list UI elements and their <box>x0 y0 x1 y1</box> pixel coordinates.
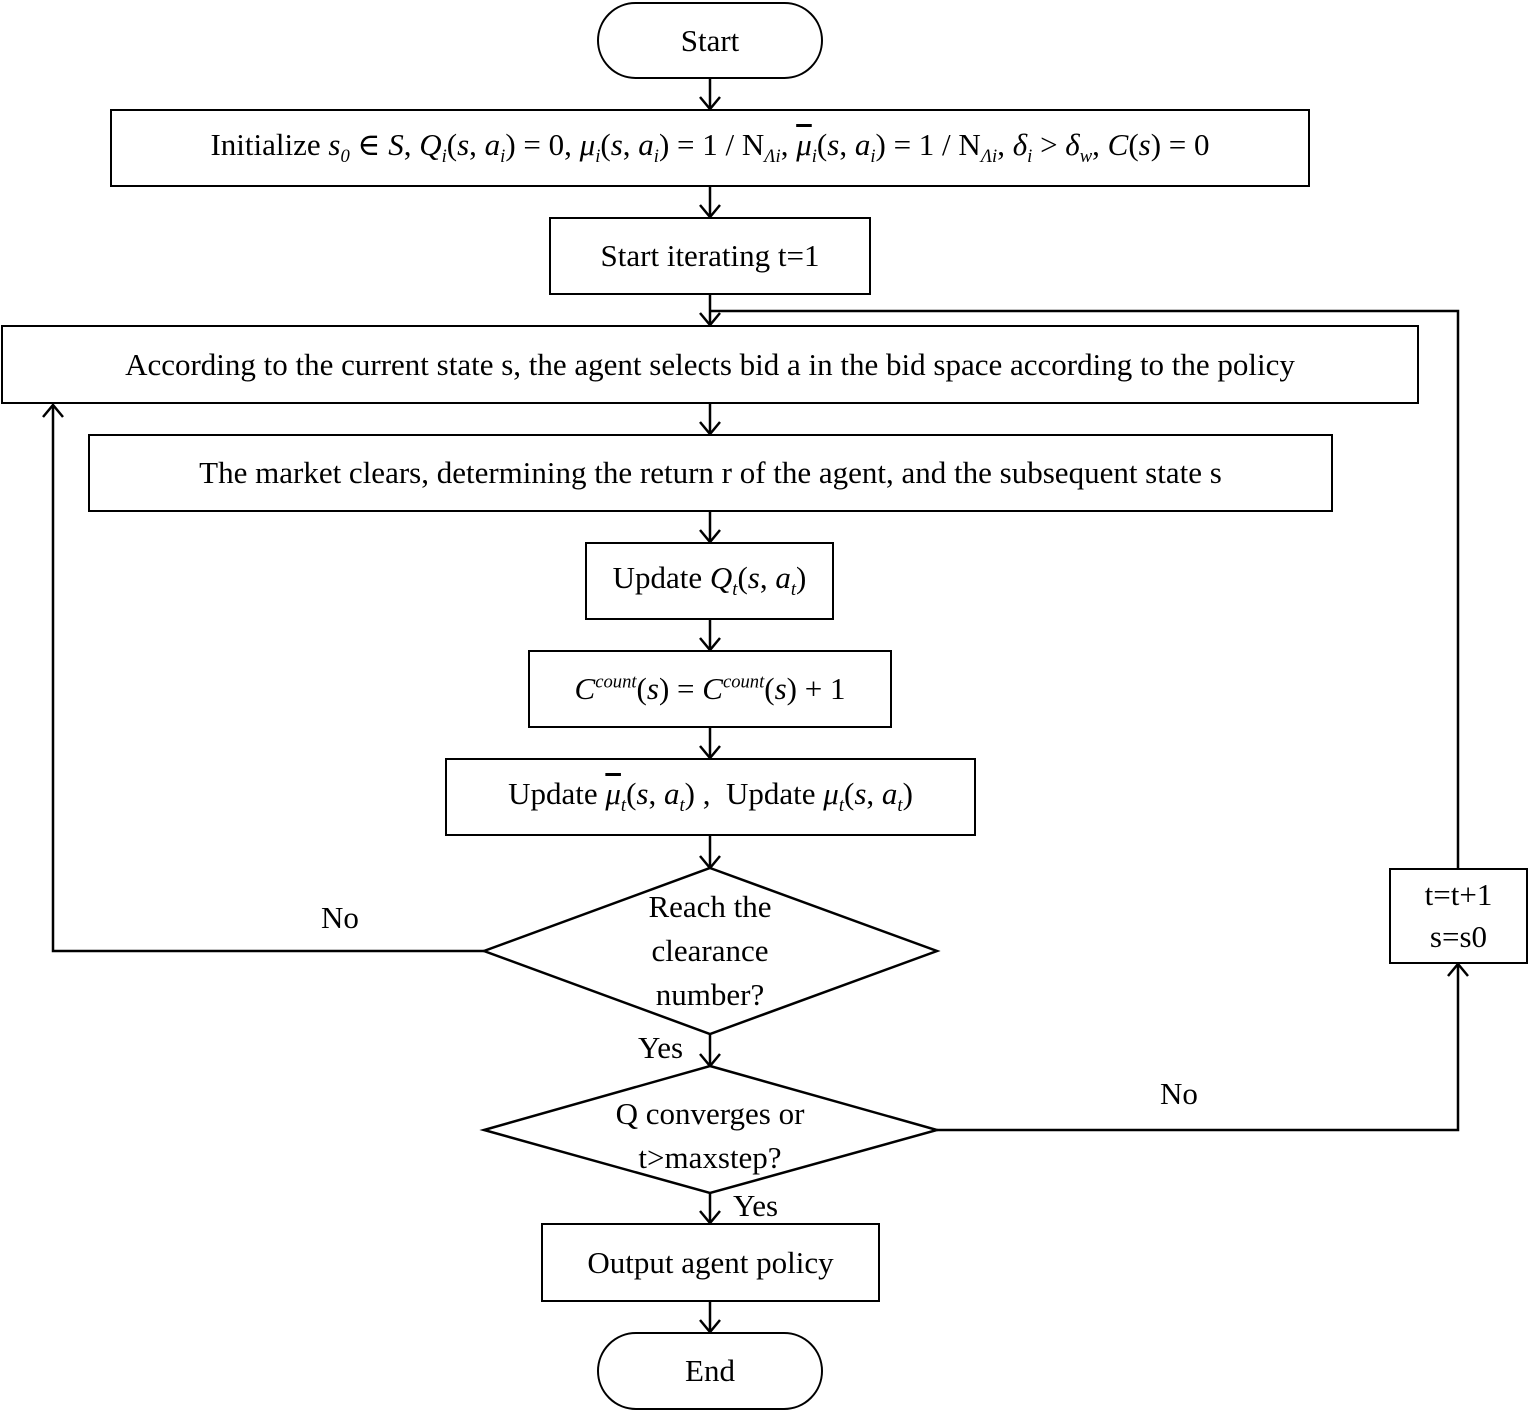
select-bid-box: According to the current state s, the ag… <box>1 325 1419 404</box>
start-label: Start <box>680 22 740 58</box>
decision-converge-label: Q converges or t>maxstep? <box>615 1096 805 1175</box>
decision-converge-shape <box>479 1064 942 1195</box>
connector-increment-return <box>710 309 1460 868</box>
market-clears-label: The market clears, determining the retur… <box>199 455 1222 490</box>
initialize-prefix: Initialize <box>210 127 321 163</box>
yes-label-converge: Yes <box>733 1188 779 1223</box>
output-policy-box: Output agent policy <box>541 1223 880 1302</box>
output-policy-label: Output agent policy <box>587 1244 834 1280</box>
increment-label: t=t+1 s=s0 <box>1424 877 1493 954</box>
connector-no-loop-left <box>51 405 484 953</box>
no-right-label: No <box>1160 1076 1198 1111</box>
update-mu-formula: Update μt(s, at) , Update μt(s, at) <box>508 776 913 817</box>
start-terminal: Start <box>597 2 823 79</box>
decision-reach-label: Reach the clearance number? <box>648 889 772 1012</box>
update-q-box: Update Qt(s, at) <box>585 542 834 620</box>
count-update-box: Ccount(s) = Ccount(s) + 1 <box>528 650 892 728</box>
connector-no-loop-right <box>937 964 1460 1132</box>
increment-box: t=t+1 s=s0 <box>1389 868 1528 964</box>
select-bid-label: According to the current state s, the ag… <box>125 346 1295 382</box>
update-q-prefix: Update <box>612 560 703 596</box>
no-left-label: No <box>321 900 359 935</box>
iterate-box: Start iterating t=1 <box>549 217 871 295</box>
initialize-formula: Initialize s0 ∈ S, Qi(s, ai) = 0, μi(s, … <box>210 127 1210 168</box>
initialize-box: Initialize s0 ∈ S, Qi(s, ai) = 0, μi(s, … <box>110 109 1310 187</box>
yes-label-reach: Yes <box>638 1030 684 1065</box>
count-formula: Ccount(s) = Ccount(s) + 1 <box>574 671 846 706</box>
update-mu-box: Update μt(s, at) , Update μt(s, at) <box>445 758 976 836</box>
end-terminal: End <box>597 1332 823 1410</box>
decision-reach-shape <box>480 866 941 1036</box>
end-label: End <box>685 1353 735 1388</box>
update-q-formula: Update Qt(s, at) <box>612 560 807 601</box>
iterate-label: Start iterating t=1 <box>600 238 820 273</box>
market-clears-box: The market clears, determining the retur… <box>88 434 1333 512</box>
